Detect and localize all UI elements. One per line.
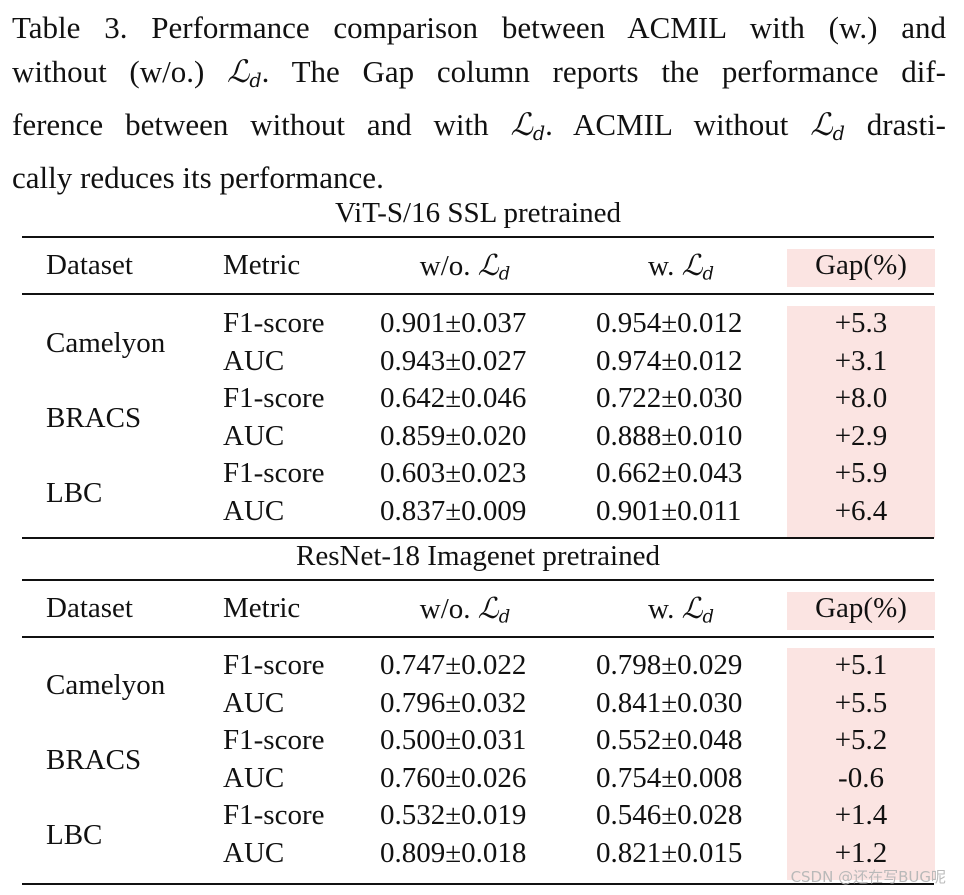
- without-value-cell: 0.532±0.019: [380, 799, 527, 832]
- with-value-cell: 0.754±0.008: [596, 761, 743, 794]
- header-metric: Metric: [223, 592, 301, 624]
- with-value-cell: 0.662±0.043: [596, 457, 743, 490]
- header-with: w. ℒd: [648, 248, 714, 285]
- metric-cell: F1-score: [223, 649, 325, 681]
- header-dataset: Dataset: [46, 592, 133, 624]
- with-value-cell: 0.974±0.012: [596, 344, 743, 377]
- loss-symbol: ℒd: [510, 106, 546, 145]
- table-rule-bottom: [22, 537, 934, 539]
- without-value-cell: 0.859±0.020: [380, 419, 527, 452]
- header-dataset: Dataset: [46, 249, 133, 281]
- without-value-cell: 0.901±0.037: [380, 307, 527, 339]
- with-value-cell: 0.546±0.028: [596, 799, 743, 832]
- with-value-cell: 0.841±0.030: [596, 686, 743, 719]
- table-rule-mid: [22, 293, 934, 295]
- metric-cell: AUC: [223, 495, 285, 527]
- header-with: w. ℒd: [648, 591, 714, 628]
- dataset-label: Camelyon: [46, 326, 166, 359]
- gap-column-highlight: [787, 306, 935, 538]
- gap-value-cell: +5.9: [834, 457, 888, 490]
- without-value-cell: 0.796±0.032: [380, 686, 527, 719]
- metric-cell: F1-score: [223, 724, 325, 757]
- gap-header-highlight: [787, 249, 935, 287]
- dataset-label: LBC: [46, 819, 103, 852]
- table-rule-top: [22, 236, 934, 238]
- metric-cell: AUC: [223, 419, 285, 452]
- section-title: ResNet-18 Imagenet pretrained: [296, 540, 660, 572]
- watermark: CSDN @还在写BUG呢: [790, 868, 946, 886]
- dataset-label: BRACS: [46, 402, 142, 434]
- gap-header-highlight: [787, 592, 935, 630]
- without-value-cell: 0.837±0.009: [380, 495, 527, 527]
- caption-line-3: ference between without and with ℒd. ACM…: [12, 106, 947, 145]
- gap-value-cell: +5.3: [834, 307, 888, 339]
- table-rule-mid: [22, 636, 934, 638]
- gap-value-cell: +5.5: [834, 686, 888, 719]
- gap-value-cell: +6.4: [834, 495, 888, 527]
- without-value-cell: 0.603±0.023: [380, 457, 527, 490]
- header-metric: Metric: [223, 249, 301, 281]
- header-without: w/o. ℒd: [419, 248, 511, 285]
- metric-cell: F1-score: [223, 382, 325, 415]
- without-value-cell: 0.500±0.031: [380, 724, 527, 757]
- metric-cell: AUC: [223, 344, 285, 377]
- loss-symbol: ℒd: [810, 106, 845, 145]
- metric-cell: F1-score: [223, 457, 325, 490]
- gap-value-cell: -0.6: [838, 761, 884, 794]
- header-without: w/o. ℒd: [419, 591, 511, 628]
- table-caption: Table 3. Performance comparison between …: [12, 6, 946, 200]
- metric-cell: F1-score: [223, 799, 325, 832]
- dataset-label: Camelyon: [46, 668, 166, 701]
- gap-value-cell: +1.4: [834, 799, 888, 832]
- loss-symbol: ℒd: [477, 591, 511, 628]
- metric-cell: AUC: [223, 837, 285, 869]
- gap-value-cell: +1.2: [834, 837, 888, 869]
- table-rule-top: [22, 579, 934, 581]
- dataset-label: LBC: [46, 477, 103, 510]
- without-value-cell: 0.642±0.046: [380, 382, 527, 415]
- table-rule-bottom: [22, 883, 934, 885]
- metric-cell: F1-score: [223, 307, 325, 339]
- caption-line-4: cally reduces its performance.: [12, 159, 384, 195]
- without-value-cell: 0.809±0.018: [380, 837, 527, 869]
- section-title: ViT-S/16 SSL pretrained: [334, 197, 622, 229]
- header-gap: Gap(%): [815, 592, 907, 624]
- dataset-label: BRACS: [46, 744, 142, 776]
- loss-symbol: ℒd: [681, 248, 714, 285]
- gap-value-cell: +8.0: [834, 382, 888, 415]
- with-value-cell: 0.888±0.010: [596, 419, 743, 452]
- with-value-cell: 0.722±0.030: [596, 382, 743, 415]
- gap-value-cell: +2.9: [834, 419, 888, 452]
- loss-symbol: ℒd: [227, 54, 262, 92]
- with-value-cell: 0.954±0.012: [596, 307, 743, 339]
- loss-symbol: ℒd: [681, 591, 714, 628]
- caption-line-1: Table 3. Performance comparison between …: [12, 10, 946, 45]
- without-value-cell: 0.760±0.026: [380, 761, 527, 794]
- without-value-cell: 0.943±0.027: [380, 344, 527, 377]
- with-value-cell: 0.821±0.015: [596, 837, 743, 869]
- metric-cell: AUC: [223, 686, 285, 719]
- with-value-cell: 0.798±0.029: [596, 649, 743, 681]
- caption-line-2: without (w/o.) ℒd. The Gap column report…: [12, 54, 946, 92]
- metric-cell: AUC: [223, 761, 285, 794]
- gap-value-cell: +3.1: [834, 344, 888, 377]
- gap-value-cell: +5.2: [834, 724, 888, 757]
- without-value-cell: 0.747±0.022: [380, 649, 527, 681]
- header-gap: Gap(%): [815, 249, 907, 281]
- with-value-cell: 0.901±0.011: [596, 495, 742, 527]
- gap-column-highlight: [787, 648, 935, 880]
- loss-symbol: ℒd: [477, 248, 511, 285]
- with-value-cell: 0.552±0.048: [596, 724, 743, 757]
- gap-value-cell: +5.1: [834, 649, 888, 681]
